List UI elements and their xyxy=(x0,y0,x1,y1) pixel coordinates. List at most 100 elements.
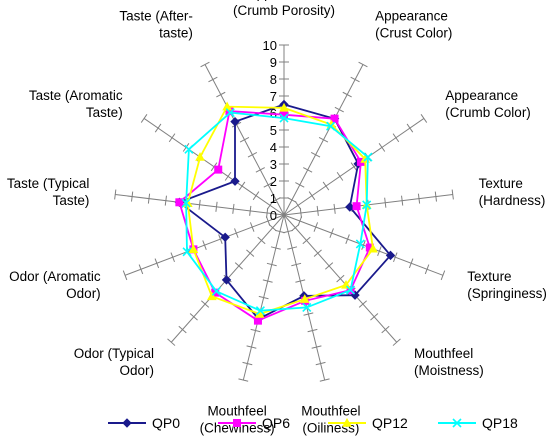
point-QP18-0 xyxy=(279,113,289,123)
category-label-0: Appearance(Crumb Porosity) xyxy=(233,0,335,18)
legend-label-QP0: QP0 xyxy=(152,415,180,431)
tick-mark xyxy=(358,300,367,308)
point-QP12-5 xyxy=(341,279,351,289)
legend-item-QP0: QP0 xyxy=(108,415,180,431)
tick-mark xyxy=(170,252,175,263)
tick-mark xyxy=(315,361,326,366)
tick-mark xyxy=(381,325,390,334)
tick-mark xyxy=(318,136,329,143)
point-QP12-6 xyxy=(299,294,310,303)
point-QP18-5 xyxy=(345,285,356,295)
tick-mark xyxy=(140,114,148,123)
category-label-6: Mouthfeel(Oiliness) xyxy=(301,403,360,435)
legend-swatch-marker xyxy=(452,418,462,428)
tick-mark xyxy=(208,76,218,83)
tick-mark xyxy=(234,228,239,238)
tick-mark xyxy=(249,222,255,232)
tick-mark xyxy=(378,143,386,152)
tick-mark xyxy=(384,197,387,208)
tick-mark xyxy=(313,222,319,232)
tick-mark xyxy=(114,189,117,200)
tick-mark xyxy=(295,279,306,283)
legend-swatch-marker xyxy=(122,418,132,428)
point-QP18-9 xyxy=(182,247,192,257)
point-QP12-0 xyxy=(279,102,289,112)
tick-mark xyxy=(336,171,344,181)
tick-label-0: 0 xyxy=(270,208,277,223)
tick-mark xyxy=(451,189,454,200)
point-QP18-10 xyxy=(181,198,191,208)
tick-mark xyxy=(154,123,162,133)
tick-mark xyxy=(232,203,235,214)
tick-mark xyxy=(167,338,176,346)
tick-mark xyxy=(417,193,421,204)
tick-mark xyxy=(247,152,258,158)
point-QP0-11 xyxy=(230,176,240,186)
point-QP18-6 xyxy=(302,302,312,312)
tick-mark xyxy=(154,258,160,269)
point-QP18-11 xyxy=(184,144,194,154)
category-label-4: Texture(Springiness) xyxy=(467,269,547,301)
tick-mark xyxy=(434,191,437,202)
tick-mark xyxy=(168,133,176,143)
legend-swatch-marker xyxy=(233,419,241,427)
tick-mark xyxy=(242,361,253,366)
point-QP6-10 xyxy=(175,198,184,207)
point-QP18-7 xyxy=(255,306,265,316)
category-label-12: Taste (After-taste) xyxy=(119,9,193,41)
tick-mark xyxy=(334,106,344,113)
tick-mark xyxy=(370,313,379,321)
legend-label-QP18: QP18 xyxy=(482,415,518,431)
tick-mark xyxy=(350,162,358,172)
tick-label-2: 2 xyxy=(270,174,277,189)
tick-mark xyxy=(287,246,298,250)
tick-label-8: 8 xyxy=(270,72,277,87)
tick-mark xyxy=(215,201,218,212)
tick-mark xyxy=(131,191,134,202)
tick-mark xyxy=(255,167,265,173)
tick-mark xyxy=(361,240,366,250)
tick-mark xyxy=(224,171,232,181)
tick-label-7: 7 xyxy=(270,89,277,104)
point-QP6-7 xyxy=(253,316,262,325)
category-label-3: Texture(Hardness) xyxy=(479,176,546,208)
tick-mark xyxy=(350,76,360,83)
tick-mark xyxy=(308,191,316,201)
tick-mark xyxy=(302,236,311,245)
tick-mark xyxy=(258,295,269,300)
tick-mark xyxy=(295,182,305,188)
tick-mark xyxy=(393,252,398,263)
point-QP0-4 xyxy=(385,250,396,261)
tick-mark xyxy=(316,205,319,216)
tick-mark xyxy=(266,262,277,267)
tick-mark xyxy=(238,378,249,382)
point-QP18-2 xyxy=(363,152,373,162)
point-QP18-1 xyxy=(326,121,336,131)
point-QP12-4 xyxy=(368,243,378,253)
legend-label-QP12: QP12 xyxy=(372,415,408,431)
tick-mark xyxy=(178,325,187,334)
tick-mark xyxy=(270,246,281,250)
tick-mark xyxy=(310,152,321,158)
tick-mark xyxy=(345,234,350,244)
legend: QP0 QP6 QP12 QP18 xyxy=(108,415,518,431)
legend-item-QP6: QP6 xyxy=(218,415,290,431)
point-QP18-4 xyxy=(355,239,365,249)
point-QP0-3 xyxy=(345,202,355,212)
tick-mark xyxy=(440,270,446,281)
series-line-QP12 xyxy=(186,105,374,315)
tick-mark xyxy=(234,262,243,270)
tick-label-9: 9 xyxy=(270,55,277,70)
point-QP18-8 xyxy=(211,286,221,296)
tick-mark xyxy=(392,133,400,143)
series-layer xyxy=(174,99,396,325)
category-label-1: Appearance(Crust Color) xyxy=(375,9,452,41)
tick-mark xyxy=(239,136,250,143)
tick-mark xyxy=(198,199,201,210)
tick-mark xyxy=(262,279,273,283)
tick-mark xyxy=(408,258,414,269)
tick-mark xyxy=(303,312,314,316)
